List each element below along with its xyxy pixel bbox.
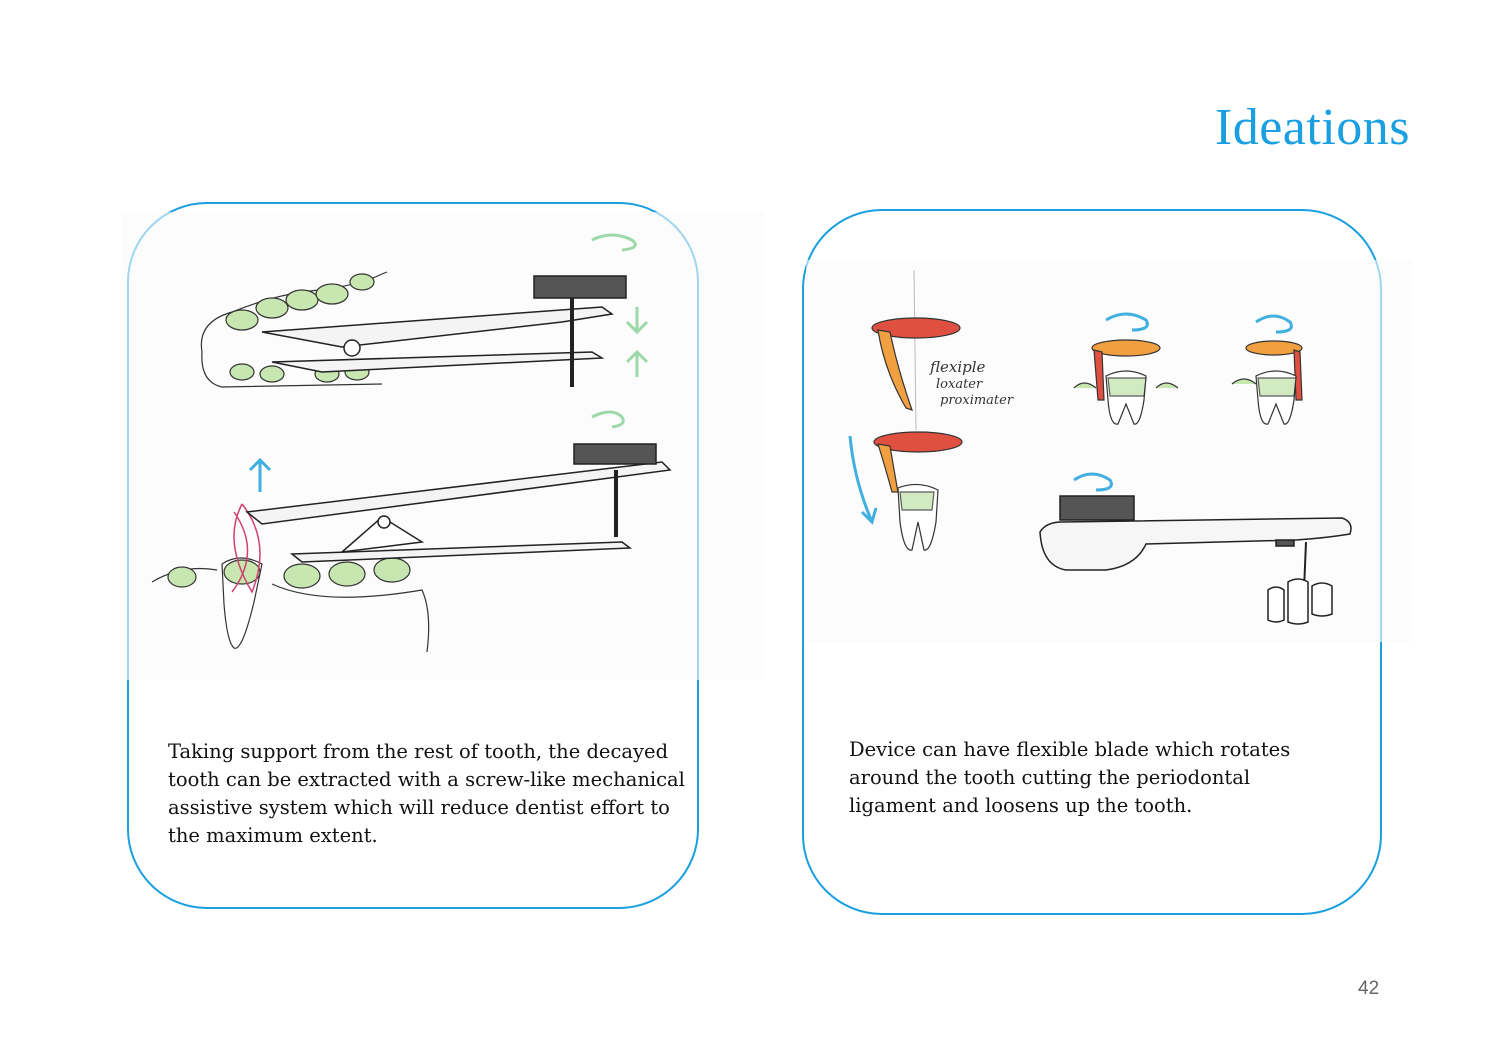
tooth-root-highlight	[231, 503, 261, 594]
lower-teeth	[151, 557, 430, 653]
upper-teeth	[200, 271, 388, 388]
rotating-blade-device	[1039, 472, 1352, 625]
lower-lever-tool	[245, 410, 672, 563]
sketch-note-flexiple: flexiple	[929, 358, 986, 376]
page-title: Ideations	[1214, 99, 1410, 156]
sketch-note-proximater: proximater	[940, 393, 1014, 408]
page-number: 42	[1358, 978, 1380, 999]
blade-rotation-view-2	[1231, 314, 1303, 425]
upper-clamp-tool	[261, 233, 649, 387]
rotating-blade-sketch: flexiple loxater proximater	[806, 260, 1412, 642]
blade-rotation-view-1	[1073, 312, 1179, 425]
screw-extractor-sketch	[122, 212, 764, 680]
idea-caption: Taking support from the rest of tooth, t…	[168, 740, 685, 847]
down-arrow	[848, 435, 878, 525]
flexible-blade-bottom	[873, 431, 963, 551]
flexible-blade-top	[871, 317, 961, 411]
sketch-note-loxater: loxater	[936, 377, 983, 392]
idea-caption: Device can have flexible blade which rot…	[849, 738, 1291, 817]
